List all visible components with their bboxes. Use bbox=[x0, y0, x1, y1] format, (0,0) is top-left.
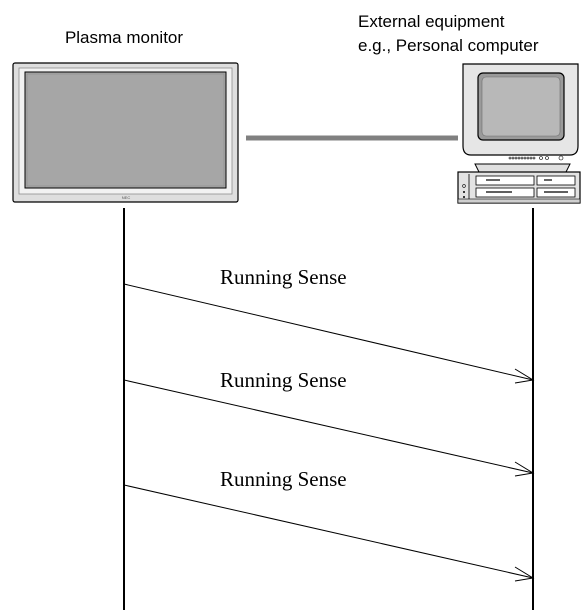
message-1: Running Sense bbox=[123, 265, 535, 384]
arrowhead-icon bbox=[514, 461, 535, 477]
message-label: Running Sense bbox=[220, 368, 347, 392]
plasma-monitor-label: Plasma monitor bbox=[65, 28, 183, 47]
arrowhead-icon bbox=[514, 566, 535, 582]
external-equipment-label: External equipment bbox=[358, 12, 505, 31]
message-label: Running Sense bbox=[220, 467, 347, 491]
message-2: Running Sense bbox=[123, 368, 535, 477]
message-arrow bbox=[123, 379, 534, 474]
personal-computer-label: e.g., Personal computer bbox=[358, 36, 539, 55]
plasma-monitor-icon: NEC bbox=[12, 62, 239, 203]
message-label: Running Sense bbox=[220, 265, 347, 289]
personal-computer-icon bbox=[457, 63, 581, 204]
message-arrow bbox=[123, 484, 534, 579]
monitor-brand-logo: NEC bbox=[122, 195, 131, 200]
arrowhead-icon bbox=[514, 368, 535, 384]
message-arrow bbox=[123, 283, 534, 381]
message-3: Running Sense bbox=[123, 467, 535, 582]
